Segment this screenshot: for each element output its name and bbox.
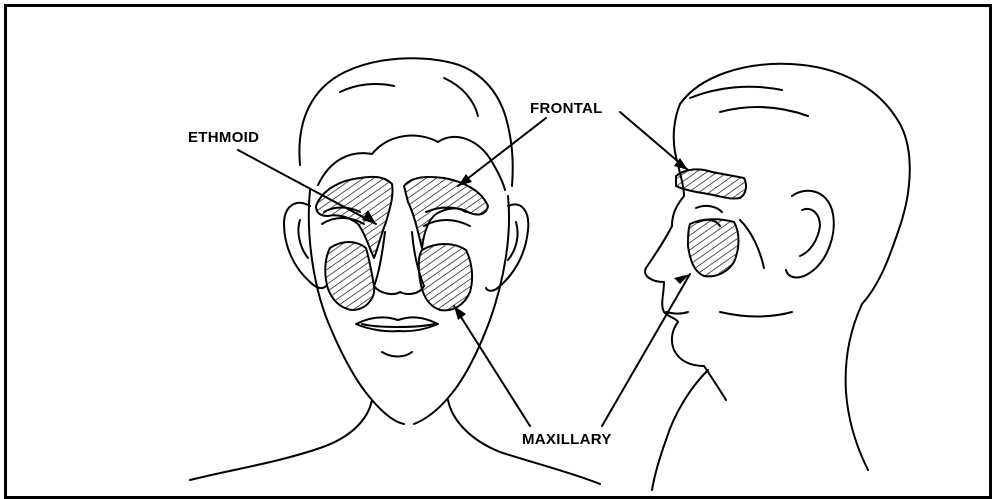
frontal-leader-front [458,118,546,186]
maxillary-arrowhead-front [454,306,466,320]
side-face-sinuses [676,169,746,276]
side-maxillary-sinus [688,219,739,276]
side-face-neck-front [652,370,708,490]
front-face-neck-left [190,400,372,480]
label-frontal: FRONTAL [530,100,603,117]
front-face-jaw-right [414,196,509,424]
front-face [190,58,600,484]
side-face-neck-back [846,304,868,470]
maxillary-leader-front [454,306,530,426]
front-face-sinuses [316,177,488,310]
front-face-ear-left [284,203,326,288]
label-maxillary: MAXILLARY [522,431,612,448]
maxillary-sinus-left [325,242,374,310]
label-ethmoid: ETHMOID [188,129,259,146]
frontal-sinus-right [404,177,488,248]
side-face-ear [786,191,834,278]
maxillary-leader-side [602,274,690,426]
maxillary-sinus-right [419,244,472,310]
side-frontal-sinus [676,169,746,198]
